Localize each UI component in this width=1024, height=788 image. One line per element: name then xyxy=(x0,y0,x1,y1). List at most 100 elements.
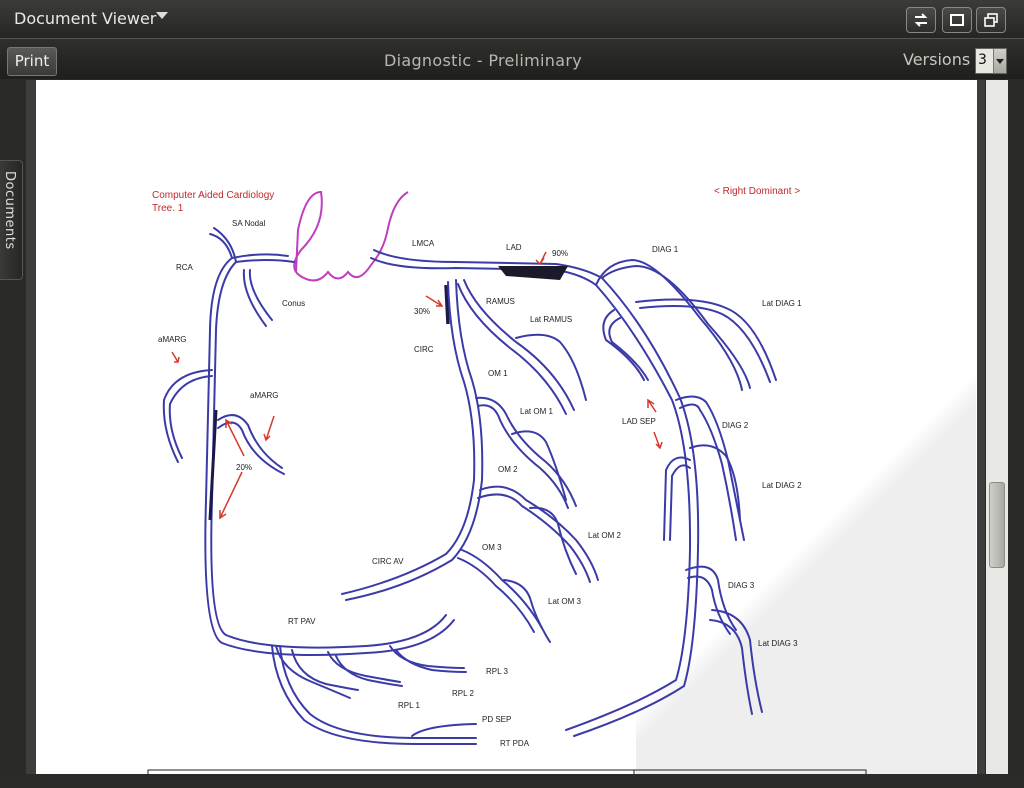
vertical-scrollbar[interactable] xyxy=(986,80,1008,774)
label-lad-sep: LAD SEP xyxy=(622,417,656,426)
document-viewport[interactable]: Computer Aided Cardiology Tree. 1 < Righ… xyxy=(26,80,985,774)
aorta-outline xyxy=(293,190,409,282)
sa-nodal-branch xyxy=(213,227,237,263)
table-edge xyxy=(147,769,867,774)
window-title[interactable]: Document Viewer xyxy=(14,9,157,28)
label-diag1: DIAG 1 xyxy=(652,245,679,254)
versions-label: Versions xyxy=(903,50,971,69)
label-diag3: DIAG 3 xyxy=(728,581,755,590)
header-left-line1: Computer Aided Cardiology xyxy=(152,190,274,201)
lat-om2-branch xyxy=(529,506,577,575)
label-lad: LAD xyxy=(506,243,522,252)
label-amarg-left: aMARG xyxy=(158,335,186,344)
lat-diag2-branch xyxy=(689,444,741,521)
swap-button[interactable] xyxy=(906,7,936,33)
versions-select[interactable]: 3 xyxy=(975,48,1007,74)
lad-sep-arrow-up xyxy=(647,398,657,413)
label-pd-sep: PD SEP xyxy=(482,715,511,724)
diag1-branch-outer xyxy=(601,265,751,389)
versions-value: 3 xyxy=(978,52,987,68)
circ-main-outer xyxy=(341,281,476,595)
amarg-left-arrow xyxy=(171,351,180,363)
lmca-outer xyxy=(373,249,603,279)
rpl1-branch-outer xyxy=(291,649,359,691)
lat-diag3-branch xyxy=(711,609,763,713)
lad-sep-branch-outer xyxy=(608,317,649,381)
label-rt-pda: RT PDA xyxy=(500,739,530,748)
label-om1: OM 1 xyxy=(488,369,508,378)
om1-branch xyxy=(475,396,577,507)
maximize-icon xyxy=(950,14,964,26)
maximize-button[interactable] xyxy=(942,7,972,33)
diag2-branch-outer xyxy=(679,403,737,541)
lat-diag1-branch-outer xyxy=(639,305,771,383)
amarg-inner-branch xyxy=(217,414,283,469)
swap-arrows-icon xyxy=(914,13,928,27)
om2-branch-outer xyxy=(477,493,591,583)
lad-main xyxy=(565,284,692,731)
lad-sep2-branch-outer xyxy=(669,464,691,541)
document-status: Diagnostic - Preliminary xyxy=(383,51,582,70)
ramus-branch-outer xyxy=(457,283,567,415)
label-rt-pav: RT PAV xyxy=(288,617,316,626)
lad-arrow xyxy=(535,251,547,266)
diag3-branch xyxy=(685,565,737,631)
rca-stenosis-segment xyxy=(208,409,218,521)
rpl2-branch xyxy=(327,651,401,683)
circ-stenosis-segment xyxy=(444,284,450,325)
coronary-tree-diagram: Computer Aided Cardiology Tree. 1 < Righ… xyxy=(147,186,867,774)
om3-branch-outer xyxy=(457,557,535,633)
om3-branch xyxy=(461,549,543,629)
lat-om1-branch xyxy=(511,430,567,501)
label-diag2: DIAG 2 xyxy=(722,421,749,430)
om1-branch-outer xyxy=(477,404,569,509)
rca-proximal xyxy=(235,259,295,263)
lat-diag3-branch-outer xyxy=(709,619,753,715)
rca-main xyxy=(210,261,447,649)
label-circ: CIRC xyxy=(414,345,434,354)
conus-branch-outer xyxy=(242,269,267,327)
label-sa-nodal: SA Nodal xyxy=(232,219,266,228)
restore-button[interactable] xyxy=(976,7,1006,33)
lad-stenosis-segment xyxy=(498,266,568,280)
circ-main xyxy=(345,279,484,601)
om2-branch xyxy=(479,485,599,581)
bottom-bar xyxy=(0,774,1024,788)
toolbar: Print Diagnostic - Preliminary Versions … xyxy=(0,39,1024,79)
label-lmca: LMCA xyxy=(412,239,435,248)
label-conus: Conus xyxy=(282,299,305,308)
rpl3-branch-outer xyxy=(395,649,467,673)
rpl2-branch-outer xyxy=(335,655,403,687)
conus-branch xyxy=(248,269,273,321)
scrollbar-thumb[interactable] xyxy=(989,482,1005,568)
label-lat-diag1: Lat DIAG 1 xyxy=(762,299,802,308)
rt-pda-branch xyxy=(271,645,477,745)
label-lat-diag2: Lat DIAG 2 xyxy=(762,481,802,490)
label-om3: OM 3 xyxy=(482,543,502,552)
chevron-down-icon[interactable] xyxy=(993,49,1006,73)
sa-nodal-branch-outer xyxy=(209,233,233,259)
amarg-inner-arrow xyxy=(263,415,275,442)
stenosis-arrow-up xyxy=(225,418,245,457)
print-button[interactable]: Print xyxy=(7,47,57,76)
label-lat-diag3: Lat DIAG 3 xyxy=(758,639,798,648)
stenosis-arrow-down xyxy=(219,471,243,520)
lat-om3-branch xyxy=(503,579,551,643)
header-right: < Right Dominant > xyxy=(714,186,800,197)
rpl3-branch xyxy=(389,645,465,669)
page-shading xyxy=(636,340,976,774)
diag2-branch xyxy=(675,395,745,541)
header-left-line2: Tree. 1 xyxy=(152,203,184,214)
label-circ-stenosis: 30% xyxy=(414,307,430,316)
label-lat-ramus: Lat RAMUS xyxy=(530,315,572,324)
amarg-left-branch-outer xyxy=(168,375,213,459)
label-lat-om2: Lat OM 2 xyxy=(588,531,621,540)
documents-tab[interactable]: Documents xyxy=(0,160,23,280)
lat-ramus-branch xyxy=(515,333,587,401)
label-om2: OM 2 xyxy=(498,465,518,474)
label-lad-stenosis: 90% xyxy=(552,249,568,258)
lad-sep-branch xyxy=(602,309,645,381)
lmca xyxy=(370,257,597,286)
label-lat-om1: Lat OM 1 xyxy=(520,407,553,416)
chevron-down-icon[interactable] xyxy=(156,12,168,19)
